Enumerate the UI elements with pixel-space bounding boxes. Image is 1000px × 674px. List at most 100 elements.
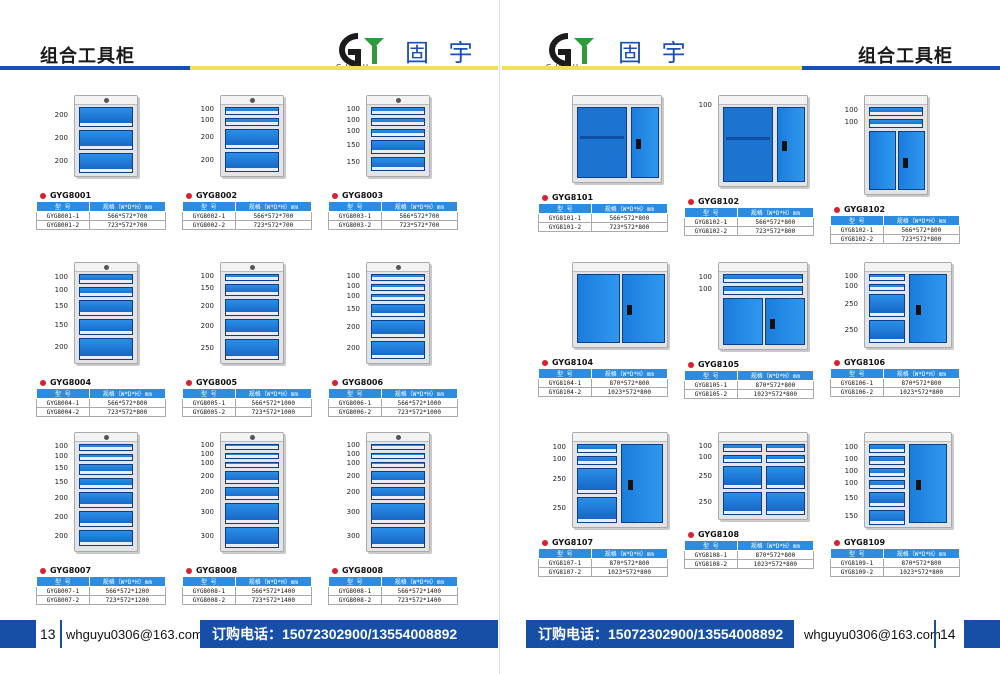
- bullet-dot-icon: [332, 379, 338, 386]
- cabinet-body: [864, 95, 928, 195]
- order-phone: 订购电话：15072302900/13554008892: [212, 626, 458, 642]
- cabinet-door: [723, 298, 763, 345]
- guyu-logo-icon: [339, 33, 384, 68]
- spec-cell: 723*572*800: [882, 234, 961, 244]
- drawer: [723, 444, 762, 452]
- lock-icon: [396, 435, 401, 440]
- drawer: [869, 284, 905, 291]
- drawer: [371, 453, 425, 459]
- spec-cell: 870*572*800: [736, 550, 815, 560]
- lock-icon: [104, 435, 109, 440]
- spec-header-cell: 规格（W*D*H）mm: [882, 548, 961, 559]
- cabinet-body: [366, 262, 430, 364]
- cabinet-body: [864, 432, 952, 528]
- drawer-height-label: 150: [54, 477, 68, 486]
- drawer: [577, 456, 617, 465]
- spec-cell: GYG8109-2: [830, 567, 884, 577]
- spec-cell: GYG8107-2: [538, 567, 592, 577]
- drawer-height-label: 200: [200, 471, 214, 480]
- spec-header-row: 型 号规格（W*D*H）mm: [538, 203, 669, 214]
- spec-header-row: 型 号规格（W*D*H）mm: [182, 201, 313, 212]
- drawer: [79, 454, 133, 461]
- spec-header-cell: 规格（W*D*H）mm: [736, 207, 815, 218]
- spec-header-cell: 型 号: [182, 388, 236, 399]
- drawer-height-label: 150: [346, 158, 360, 166]
- model-code: GYG8106: [844, 358, 886, 367]
- drawer-height-label: 200: [200, 487, 214, 496]
- model-heading: GYG8006: [332, 378, 383, 387]
- drawer: [225, 319, 279, 336]
- drawer: [723, 455, 762, 463]
- spec-header-row: 型 号规格（W*D*H）mm: [36, 576, 167, 587]
- drawer-height-label: 100: [844, 442, 858, 451]
- spec-header-row: 型 号规格（W*D*H）mm: [830, 368, 961, 379]
- drawer: [869, 456, 905, 465]
- footer-divider: [934, 620, 936, 648]
- bullet-dot-icon: [542, 194, 548, 201]
- spec-header-row: 型 号规格（W*D*H）mm: [328, 388, 459, 399]
- drawer: [869, 274, 905, 281]
- cabinet-top: [573, 263, 667, 272]
- spec-cell: GYG8107-1: [538, 558, 592, 568]
- drawer: [79, 530, 133, 546]
- drawer: [723, 286, 803, 295]
- drawer: [869, 468, 905, 477]
- model-heading: GYG8001: [40, 191, 91, 200]
- bullet-dot-icon: [688, 361, 694, 368]
- spec-cell: GYG8004-1: [36, 398, 90, 408]
- drawer-height-label: 200: [200, 133, 214, 141]
- footer-divider: [60, 620, 62, 648]
- model-heading: GYG8104: [542, 358, 593, 367]
- spec-header-cell: 型 号: [328, 576, 382, 587]
- drawer-height-label: 150: [844, 511, 858, 520]
- spec-header-cell: 型 号: [328, 388, 382, 399]
- cabinet-top: [573, 433, 667, 442]
- drawer-height-label: 300: [346, 507, 360, 516]
- drawer: [371, 304, 425, 317]
- drawer: [79, 300, 133, 316]
- cabinet-body: [366, 95, 430, 177]
- cabinet-top: [865, 96, 927, 105]
- spec-header-cell: 型 号: [684, 207, 738, 218]
- brand-name: 固 宇: [405, 39, 479, 67]
- model-heading: GYG8108: [688, 530, 739, 539]
- bullet-dot-icon: [542, 359, 548, 366]
- drawer-height-label: 100: [54, 441, 68, 450]
- drawer-height-label: 250: [844, 325, 858, 334]
- spec-header-cell: 规格（W*D*H）mm: [736, 540, 815, 551]
- phone-bar: [526, 620, 794, 648]
- door-lock-icon: [635, 139, 641, 150]
- cabinet-interior: [577, 107, 627, 178]
- spec-header-cell: 规格（W*D*H）mm: [88, 576, 167, 587]
- bullet-dot-icon: [40, 379, 46, 386]
- drawer-height-label: 100: [844, 106, 858, 114]
- spec-cell: GYG8104-2: [538, 387, 592, 397]
- cabinet-body: [718, 432, 808, 520]
- drawer: [225, 284, 279, 296]
- model-heading: GYG8107: [542, 538, 593, 547]
- model-code: GYG8007: [50, 566, 92, 575]
- spec-cell: 1023*572*800: [882, 567, 961, 577]
- bullet-dot-icon: [542, 539, 548, 546]
- drawer-height-label: 150: [346, 141, 360, 149]
- drawer: [79, 511, 133, 527]
- drawer: [371, 487, 425, 500]
- drawer-height-label: 150: [200, 284, 214, 292]
- drawer-height-label: 250: [552, 475, 566, 483]
